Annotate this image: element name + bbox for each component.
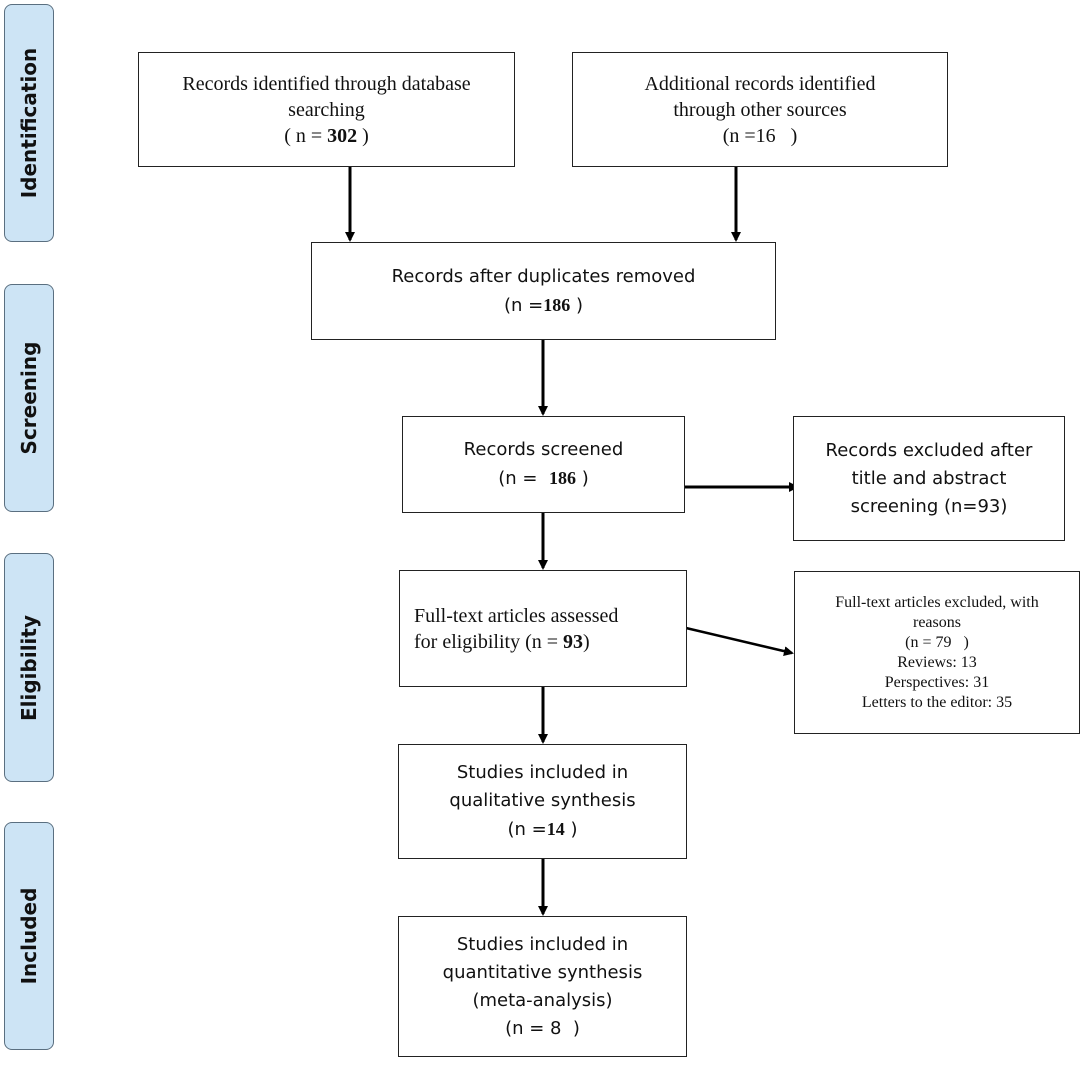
box-fulltext-assessed: Full-text articles assessed for eligibil… (399, 570, 687, 687)
quantitative-line1: Studies included in (456, 933, 629, 955)
qualitative-line2: qualitative synthesis (449, 790, 636, 811)
fulltext-excluded-line1: Full-text articles excluded, with (835, 593, 1039, 611)
excluded-line2: title and abstract (851, 467, 1007, 489)
quantitative-line3: (meta-analysis) (472, 989, 613, 1011)
other-count: (n =16 ) (722, 124, 798, 147)
qualitative-line1: Studies included in (456, 762, 629, 783)
quantitative-count: (n = 8 ) (505, 1017, 580, 1039)
fulltext-line1: Full-text articles assessed (414, 604, 619, 627)
fulltext-excluded-reviews: Reviews: 13 (897, 653, 977, 671)
fulltext-count: for eligibility (n = 93) (414, 630, 590, 653)
other-line1: Additional records identified (644, 72, 876, 95)
other-line2: through other sources (673, 98, 847, 121)
quantitative-line2: quantitative synthesis (442, 961, 643, 983)
phase-eligibility: Eligibility (4, 553, 54, 782)
qualitative-count: (n =14 ) (507, 819, 578, 840)
box-fulltext-excluded: Full-text articles excluded, with reason… (794, 571, 1080, 734)
fulltext-excluded-letters: Letters to the editor: 35 (861, 693, 1013, 711)
fulltext-excluded-perspectives: Perspectives: 31 (884, 673, 990, 691)
screened-count: (n = 186 ) (498, 468, 589, 489)
duplicates-line1: Records after duplicates removed (391, 265, 696, 287)
box-quantitative-synthesis: Studies included in quantitative synthes… (398, 916, 687, 1057)
box-database-records: Records identified through database sear… (138, 52, 515, 167)
phase-included: Included (4, 822, 54, 1050)
duplicates-count: (n =186 ) (504, 294, 583, 316)
box-duplicates-removed: Records after duplicates removed (n =186… (311, 242, 776, 340)
box-records-screened: Records screened (n = 186 ) (402, 416, 685, 513)
box-records-excluded: Records excluded after title and abstrac… (793, 416, 1065, 541)
screened-line1: Records screened (463, 439, 624, 460)
excluded-line3: screening (n=93) (850, 495, 1008, 517)
fulltext-excluded-line3: (n = 79 ) (905, 633, 969, 651)
phase-identification: Identification (4, 4, 54, 242)
database-line2: searching (288, 98, 365, 121)
excluded-line1: Records excluded after (825, 439, 1033, 461)
database-count: ( n = 302 ) (284, 124, 369, 147)
box-other-sources: Additional records identified through ot… (572, 52, 948, 167)
box-qualitative-synthesis: Studies included in qualitative synthesi… (398, 744, 687, 859)
phase-screening: Screening (4, 284, 54, 512)
fulltext-excluded-line2: reasons (913, 613, 961, 631)
arrow-fulltext-to-excluded (685, 626, 794, 657)
database-line1: Records identified through database (182, 72, 471, 95)
